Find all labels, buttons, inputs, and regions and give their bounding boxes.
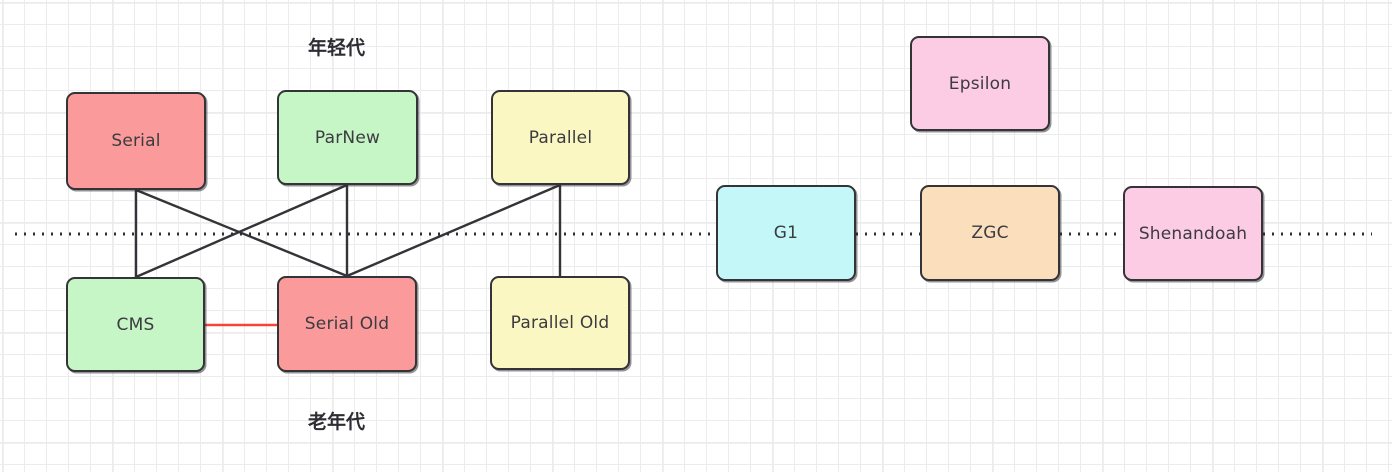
node-parallel[interactable]: Parallel [491, 90, 630, 185]
node-cms[interactable]: CMS [66, 277, 205, 372]
young-generation-label: 年轻代 [308, 37, 366, 59]
node-label-parallel-old: Parallel Old [510, 313, 610, 333]
edge-serial-to-serial-old [135, 188, 348, 278]
node-serial[interactable]: Serial [66, 92, 206, 190]
old-generation-label: 老年代 [308, 411, 366, 433]
node-label-serial: Serial [111, 131, 161, 151]
node-parnew[interactable]: ParNew [277, 90, 418, 185]
edge-parallel-to-serial-old [346, 183, 561, 278]
node-label-g1: G1 [773, 223, 799, 243]
node-serial-old[interactable]: Serial Old [277, 276, 417, 372]
node-label-parnew: ParNew [314, 127, 381, 148]
node-label-cms: CMS [116, 314, 155, 335]
node-label-zgc: ZGC [971, 223, 1009, 243]
node-g1[interactable]: G1 [716, 185, 856, 281]
node-zgc[interactable]: ZGC [920, 185, 1060, 281]
edge-parnew-to-cms [135, 183, 348, 279]
node-label-parallel: Parallel [528, 127, 593, 148]
node-shenandoah[interactable]: Shenandoah [1123, 186, 1263, 281]
node-label-serial-old: Serial Old [304, 314, 390, 334]
node-label-shenandoah: Shenandoah [1138, 223, 1248, 244]
node-parallel-old[interactable]: Parallel Old [490, 276, 630, 370]
node-epsilon[interactable]: Epsilon [910, 36, 1050, 131]
node-label-epsilon: Epsilon [948, 73, 1012, 94]
